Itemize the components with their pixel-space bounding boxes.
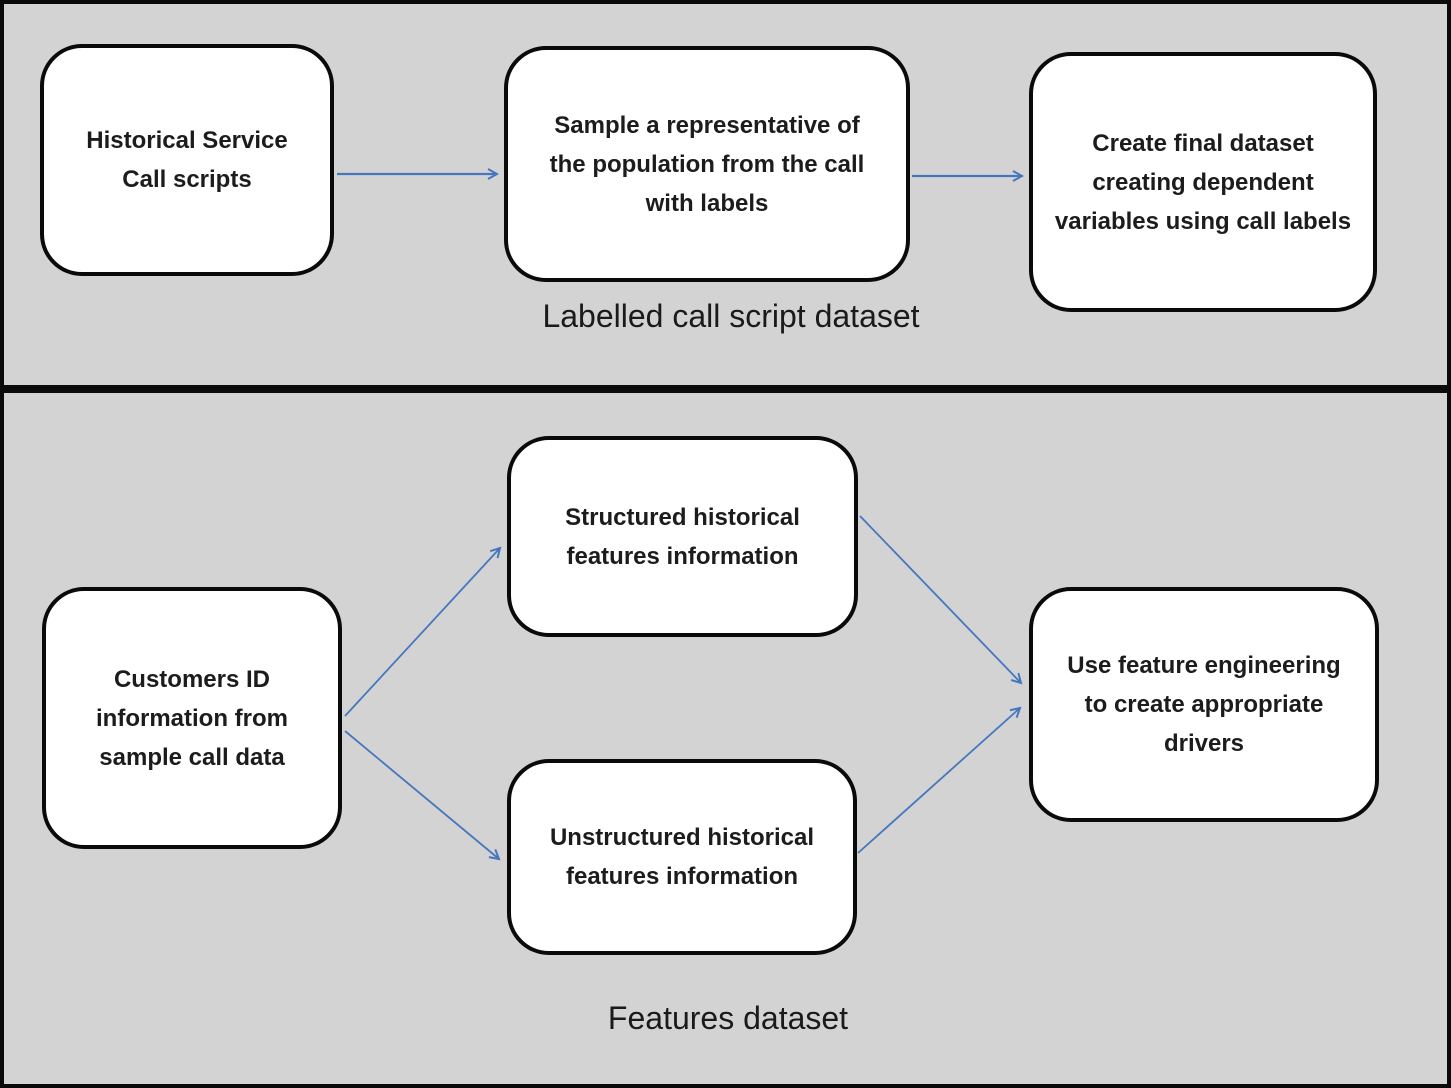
node-sample-representative-population-label: Sample a representative of the populatio… — [549, 111, 865, 217]
node-historical-service-call-scripts: Historical Service Call scripts — [40, 44, 334, 276]
node-historical-service-call-scripts-label: Historical Service Call scripts — [86, 127, 288, 193]
connector-unstructured-to-featureeng — [857, 706, 1022, 854]
node-customers-id-information-label: Customers ID information from sample cal… — [96, 665, 288, 771]
node-sample-representative-population: Sample a representative of the populatio… — [504, 46, 910, 282]
section-label-labelled-call-script-dataset: Labelled call script dataset — [542, 298, 920, 334]
node-unstructured-historical-features-label: Unstructured historical features informa… — [549, 824, 815, 890]
node-create-final-dataset-label: Create final dataset creating dependent … — [1054, 129, 1352, 235]
section-label-features-dataset: Features dataset — [607, 1000, 849, 1036]
connector-customers-to-unstructured — [344, 730, 501, 861]
node-use-feature-engineering: Use feature engineering to create approp… — [1029, 587, 1379, 822]
connector-customers-to-structured — [344, 546, 502, 717]
node-create-final-dataset: Create final dataset creating dependent … — [1029, 52, 1377, 312]
section-divider — [4, 385, 1447, 393]
node-structured-historical-features: Structured historical features informati… — [507, 436, 858, 637]
connector-structured-to-featureeng — [859, 515, 1023, 685]
node-unstructured-historical-features: Unstructured historical features informa… — [507, 759, 857, 955]
node-structured-historical-features-label: Structured historical features informati… — [565, 503, 800, 570]
node-customers-id-information: Customers ID information from sample cal… — [42, 587, 342, 849]
node-use-feature-engineering-label: Use feature engineering to create approp… — [1067, 652, 1341, 757]
